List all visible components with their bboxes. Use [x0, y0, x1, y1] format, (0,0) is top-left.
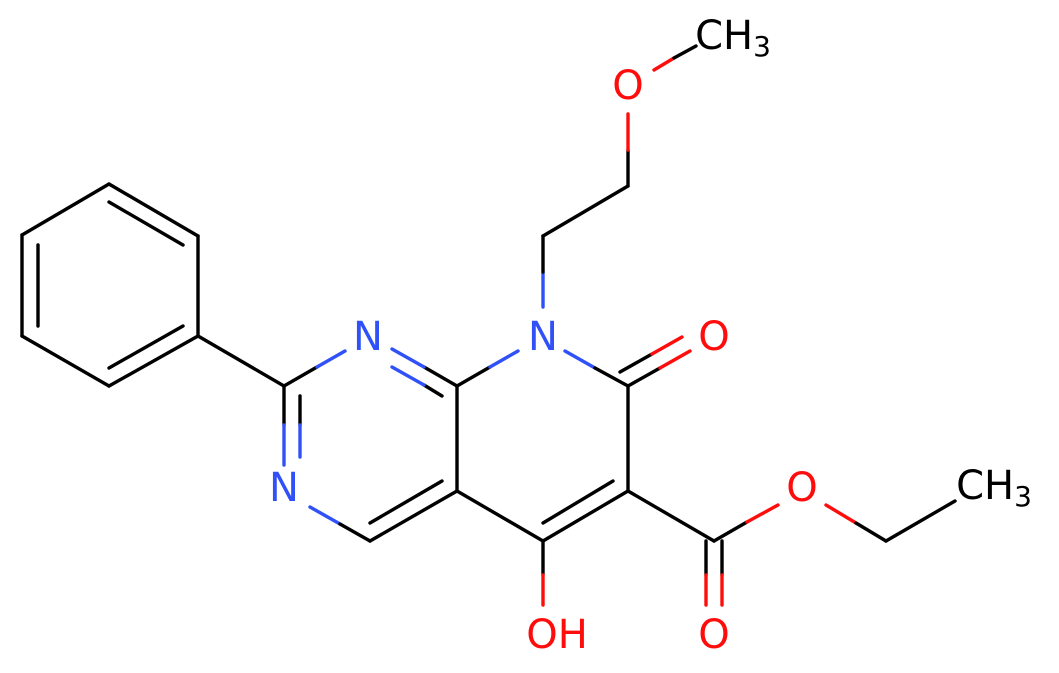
ch2-ch2-bond — [541, 184, 630, 238]
phenyl-bond-5-inner — [107, 324, 185, 370]
ester-c-o-bond-o — [745, 503, 780, 524]
phenyl-bond-5 — [107, 334, 200, 388]
c2-n1-bond — [282, 365, 319, 388]
c7-o-bond-inner-o — [650, 335, 684, 356]
phenyl-bond-4 — [20, 334, 111, 388]
c4-c4a-bond-inner — [368, 479, 444, 525]
c8a-n1-bond-inner-n — [390, 365, 426, 387]
ester-o-ch2-bond — [854, 521, 888, 543]
nitrogen-n1-label: N — [353, 314, 383, 360]
c8a-n1-bond-n — [390, 347, 426, 369]
methyl-ethyl-label: CH3 — [956, 463, 1032, 513]
c8a-n8-bond-n — [488, 349, 520, 369]
c4-c4a-bond — [368, 489, 459, 543]
ester-c-o-bond — [712, 520, 749, 543]
c5-c4a-bond — [455, 489, 545, 543]
methyl-methoxy-main: CH — [695, 13, 753, 59]
oxygen-methoxy-label: O — [612, 63, 643, 109]
c7-o-bond-o — [658, 349, 692, 370]
methyl-methoxy-label: CH3 — [695, 13, 771, 63]
methyl-ethyl-subscript: 3 — [1014, 480, 1032, 513]
c8a-n1-bond-inner — [422, 383, 444, 398]
phenyl-bond-1-inner — [107, 200, 185, 247]
c6-c5-bond — [541, 489, 630, 543]
c6-ester-c-bond — [626, 489, 716, 543]
phenyl-ring — [20, 182, 200, 388]
pyrimidine-ring — [282, 347, 459, 543]
oxygen-ester-single-label: O — [786, 465, 817, 511]
c7-o-bond — [626, 366, 662, 388]
nitrogen-n3-label: N — [269, 465, 299, 511]
nitrogen-n8-label: N — [528, 314, 558, 360]
ester-o-ch2-bond-o — [824, 503, 858, 525]
c2-n1-bond-n — [315, 349, 347, 369]
o-ch3-bond-o — [652, 56, 676, 72]
phenyl-bond-1 — [107, 182, 200, 238]
n8-c7-bond-n — [563, 349, 597, 370]
methyl-methoxy-subscript: 3 — [753, 30, 771, 63]
oxygen-ketone-label: O — [698, 314, 729, 360]
hydroxyl-label: OH — [526, 612, 588, 658]
methyl-ethyl-main: CH — [956, 463, 1014, 509]
pyridone-ring — [455, 349, 630, 543]
o-ch3-bond — [672, 44, 698, 60]
c8a-n8-bond — [455, 365, 492, 388]
phenyl-bond-2 — [20, 182, 111, 237]
c6-c5-bond-inner — [541, 479, 615, 525]
n3-c4-bond-n — [308, 505, 342, 526]
n3-c4-bond — [338, 522, 372, 543]
oxygen-ester-double-label: O — [698, 612, 729, 658]
c7-o-bond-inner — [618, 352, 654, 374]
c8a-n1-bond — [422, 365, 459, 388]
ch2-ch3-bond — [884, 499, 957, 543]
n8-c7-bond — [593, 366, 630, 388]
phenyl-c2-bond — [196, 334, 286, 388]
